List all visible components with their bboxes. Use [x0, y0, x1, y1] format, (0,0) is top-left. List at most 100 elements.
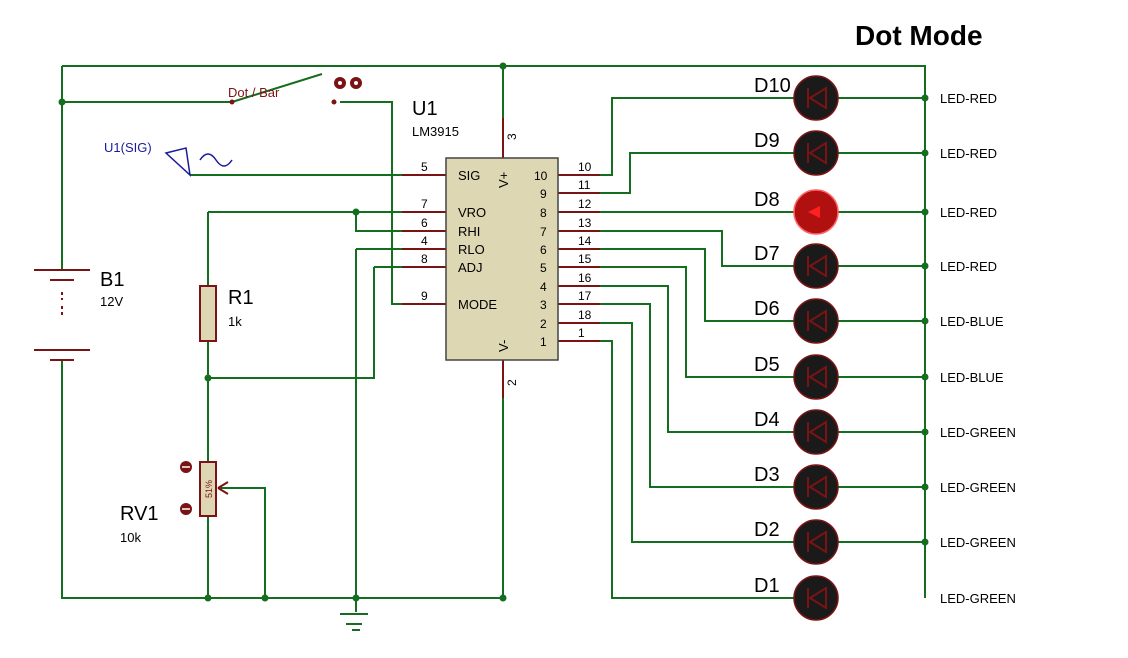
resistor-ref: R1 [228, 287, 254, 309]
ic-pin-name: SIG [458, 168, 480, 183]
ic-ref: U1 [412, 98, 438, 120]
led-wiring [558, 97, 925, 599]
led-type: LED-RED [940, 146, 997, 161]
ic-pin-outside: 1 [578, 326, 585, 340]
led-body [793, 243, 839, 289]
ic-pin-outside: 10 [578, 160, 592, 174]
led-ref: D2 [754, 519, 780, 541]
diode-symbol-icon [807, 86, 827, 110]
ic-pin-inside: 2 [540, 317, 547, 331]
ic-pin-number: 5 [421, 160, 428, 174]
battery-ref: B1 [100, 269, 124, 291]
led-type: LED-BLUE [940, 314, 1004, 329]
ic-pin-inside: 4 [540, 280, 547, 294]
ic-pin-name: ADJ [458, 260, 483, 275]
led-type: LED-GREEN [940, 425, 1016, 440]
pot-ref: RV1 [120, 503, 159, 525]
page-title: Dot Mode [855, 20, 983, 51]
ic-pin-name: VRO [458, 205, 486, 220]
led-type: LED-RED [940, 205, 997, 220]
ic-pin-name: RLO [458, 242, 485, 257]
ic-pin-outside: 14 [578, 234, 592, 248]
battery-b1: B1 12V [34, 269, 124, 361]
signal-label: U1(SIG) [104, 140, 152, 155]
led-body [793, 409, 839, 455]
ic-pin-outside: 11 [578, 178, 591, 192]
led-body [793, 519, 839, 565]
ic-pin-inside: 9 [540, 187, 547, 201]
ic-pin-inside: 7 [540, 225, 547, 239]
ic-pin-outside: 13 [578, 216, 592, 230]
resistor-r1: R1 1k [199, 285, 254, 342]
led-type: LED-BLUE [940, 370, 1004, 385]
ic-pin-name: RHI [458, 224, 480, 239]
ic-pin-inside: 8 [540, 206, 547, 220]
pot-value: 10k [120, 530, 141, 545]
led-ref: D10 [754, 75, 791, 97]
potentiometer-rv1[interactable]: 51% RV1 10k [120, 461, 229, 545]
ic-pin-outside: 15 [578, 252, 592, 266]
led-array: D10LED-REDD9LED-REDD8LED-REDD7LED-REDD6L… [754, 75, 1016, 621]
ic-pin-number: 4 [421, 234, 428, 248]
ic-vminus: V- [496, 340, 511, 352]
diode-symbol-icon [807, 365, 827, 389]
led-ref: D4 [754, 409, 780, 431]
ic-pin-outside: 12 [578, 197, 592, 211]
ic-pin-inside: 5 [540, 261, 547, 275]
led-type: LED-GREEN [940, 480, 1016, 495]
signal-source[interactable]: U1(SIG) [104, 140, 233, 177]
dot-bar-switch[interactable]: Dot / Bar [228, 77, 362, 105]
ic-vplus: V+ [496, 172, 511, 188]
resistor-value: 1k [228, 314, 242, 329]
ic-pin-outside: 16 [578, 271, 592, 285]
led-type: LED-GREEN [940, 591, 1016, 606]
ic-pin-outside: 18 [578, 308, 592, 322]
led-ref: D5 [754, 354, 780, 376]
led-type: LED-RED [940, 91, 997, 106]
led-ref: D6 [754, 298, 780, 320]
ic-pin-number: 9 [421, 289, 428, 303]
led-ref: D7 [754, 243, 780, 265]
junctions [58, 62, 929, 602]
diode-symbol-icon [807, 254, 827, 278]
ic-pin-inside: 3 [540, 298, 547, 312]
diode-symbol-icon [807, 420, 827, 444]
ic-u1: U1 LM3915 3 2 V+ V- SIG 5 VRO 7 RHI 6 RL… [402, 98, 600, 398]
ic-pin-name: MODE [458, 297, 497, 312]
led-body [793, 298, 839, 344]
diode-symbol-icon [807, 309, 827, 333]
diode-symbol-icon [807, 586, 827, 610]
led-body [793, 130, 839, 176]
ic-pin-outside: 17 [578, 289, 592, 303]
ic-pin-top: 3 [505, 133, 519, 140]
battery-value: 12V [100, 294, 123, 309]
ic-pin-inside: 1 [540, 335, 547, 349]
led-ref: D3 [754, 464, 780, 486]
diode-symbol-icon [807, 141, 827, 165]
led-body [793, 75, 839, 121]
led-ref: D1 [754, 575, 780, 597]
pot-position: 51% [204, 480, 214, 498]
led-type: LED-RED [940, 259, 997, 274]
diode-symbol-icon [807, 530, 827, 554]
ic-pin-number: 6 [421, 216, 428, 230]
led-ref: D8 [754, 189, 780, 211]
led-body [793, 464, 839, 510]
led-ref: D9 [754, 130, 780, 152]
led-body [793, 575, 839, 621]
diode-symbol-icon [807, 475, 827, 499]
led-body [793, 354, 839, 400]
ic-pin-inside: 6 [540, 243, 547, 257]
diode-symbol-icon [808, 206, 820, 218]
